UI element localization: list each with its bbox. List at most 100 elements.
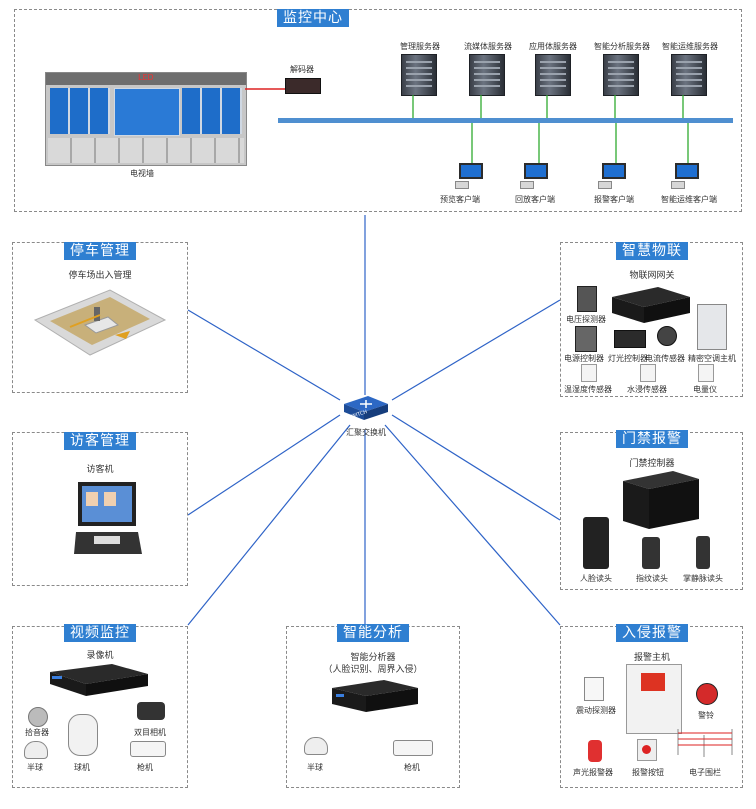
server-label-ops: 智能运维服务器	[662, 42, 718, 51]
alarm-host-icon	[626, 664, 682, 734]
visitor-kiosk-icon	[74, 482, 142, 554]
streaming-server-icon	[469, 54, 505, 96]
visitor-subtitle: 访客机	[86, 465, 114, 475]
server-label-analysis: 智能分析服务器	[594, 42, 650, 51]
client-label-alarm: 报警客户端	[594, 195, 634, 204]
vibration-detector-icon	[584, 677, 604, 701]
voltage-detector-icon	[577, 286, 597, 312]
link-intrusion	[384, 424, 561, 626]
iot-device-ac: 精密空调主机	[688, 354, 736, 363]
server-label-application: 应用体服务器	[529, 42, 577, 51]
water-sensor-icon	[640, 364, 656, 382]
access-subtitle: 门禁控制器	[629, 459, 675, 469]
decoder-link	[245, 88, 285, 90]
video-title: 视频监控	[64, 624, 136, 642]
access-title: 门禁报警	[616, 430, 688, 448]
intrusion-device-button: 报警按钮	[632, 768, 664, 777]
application-server-icon	[535, 54, 571, 96]
wall-screens-middle	[114, 88, 180, 136]
video-device-microphone: 拾音器	[25, 728, 49, 737]
light-controller-icon	[614, 330, 646, 348]
server-label-management: 管理服务器	[400, 42, 440, 51]
video-wall-label: 电视墙	[130, 169, 154, 178]
access-device-palm: 掌静脉读头	[683, 574, 723, 583]
switch-label: 汇聚交换机	[346, 428, 386, 437]
analysis-device-bullet: 枪机	[404, 763, 420, 772]
iot-device-water: 水浸传感器	[627, 385, 667, 394]
intrusion-title: 入侵报警	[616, 624, 688, 642]
monitoring-center-box	[14, 9, 742, 212]
visitor-title: 访客管理	[64, 432, 136, 450]
link-visitor	[187, 414, 341, 516]
led-sign: LED	[138, 73, 154, 82]
analysis-title: 智能分析	[337, 624, 409, 642]
analyzer-icon	[332, 680, 418, 712]
dome-camera-icon	[24, 741, 48, 759]
analysis-subtitle-2: （人脸识别、周界入侵）	[323, 665, 423, 675]
link-access	[391, 414, 561, 521]
video-device-ptz: 球机	[74, 763, 90, 772]
access-device-fingerprint: 指纹读头	[636, 574, 668, 583]
access-controller-icon	[623, 471, 699, 529]
intrusion-device-bell: 警铃	[698, 711, 714, 720]
temp-humidity-sensor-icon	[581, 364, 597, 382]
electronic-fence-icon	[677, 729, 733, 757]
video-device-bullet: 枪机	[137, 763, 153, 772]
iot-gateway-icon	[612, 287, 690, 323]
link-iot	[391, 299, 561, 401]
server-label-streaming: 流媒体服务器	[464, 42, 512, 51]
client-label-preview: 预览客户端	[440, 195, 480, 204]
video-subtitle: 录像机	[86, 651, 114, 661]
intrusion-subtitle: 报警主机	[633, 653, 671, 663]
analysis-server-icon	[603, 54, 639, 96]
iot-subtitle: 物联网网关	[629, 271, 675, 281]
analysis-bullet-camera-icon	[393, 740, 433, 756]
strobe-alarm-icon	[588, 740, 602, 762]
aggregation-switch: SWITCH	[338, 394, 392, 422]
iot-device-voltage: 电压探测器	[566, 315, 606, 324]
power-meter-icon	[698, 364, 714, 382]
wall-screens-left	[50, 88, 110, 134]
wall-cabinet	[48, 138, 244, 163]
parking-title: 停车管理	[64, 242, 136, 260]
decoder-device	[285, 78, 321, 94]
management-server-icon	[401, 54, 437, 96]
fingerprint-reader-icon	[642, 537, 660, 569]
center-bus-drops	[412, 95, 689, 165]
parking-lot-illustration	[33, 289, 167, 356]
face-reader-icon	[583, 517, 609, 569]
intrusion-device-vibration: 震动探测器	[576, 706, 616, 715]
decoder-label: 解码器	[290, 65, 314, 74]
alarm-bell-icon	[696, 683, 718, 705]
iot-device-power: 电源控制器	[564, 354, 604, 363]
current-sensor-icon	[657, 326, 677, 346]
network-bus	[278, 118, 733, 123]
iot-device-meter: 电量仪	[693, 385, 717, 394]
link-video	[187, 424, 351, 626]
parking-subtitle: 停车场出入管理	[68, 271, 132, 281]
alarm-client-icon	[598, 163, 628, 189]
power-controller-icon	[575, 326, 597, 352]
preview-client-icon	[455, 163, 485, 189]
wall-screens-right	[182, 88, 242, 134]
client-label-playback: 回放客户端	[515, 195, 555, 204]
playback-client-icon	[520, 163, 550, 189]
analysis-subtitle-1: 智能分析器	[350, 653, 396, 663]
iot-device-light: 灯光控制器	[608, 354, 648, 363]
iot-title: 智慧物联	[616, 242, 688, 260]
video-device-dome: 半球	[27, 763, 43, 772]
intrusion-device-strobe: 声光报警器	[573, 768, 613, 777]
ops-server-icon	[671, 54, 707, 96]
intrusion-device-fence: 电子围栏	[689, 768, 721, 777]
ops-client-icon	[671, 163, 701, 189]
switch-icon	[344, 396, 388, 420]
binocular-camera-icon	[137, 702, 165, 720]
precision-ac-icon	[697, 304, 727, 350]
monitoring-center-title: 监控中心	[277, 9, 349, 27]
analysis-dome-camera-icon	[304, 737, 328, 755]
video-device-binocular: 双目相机	[134, 728, 166, 737]
alarm-button-icon	[637, 739, 657, 761]
iot-device-current: 电流传感器	[645, 354, 685, 363]
nvr-icon	[50, 664, 148, 696]
